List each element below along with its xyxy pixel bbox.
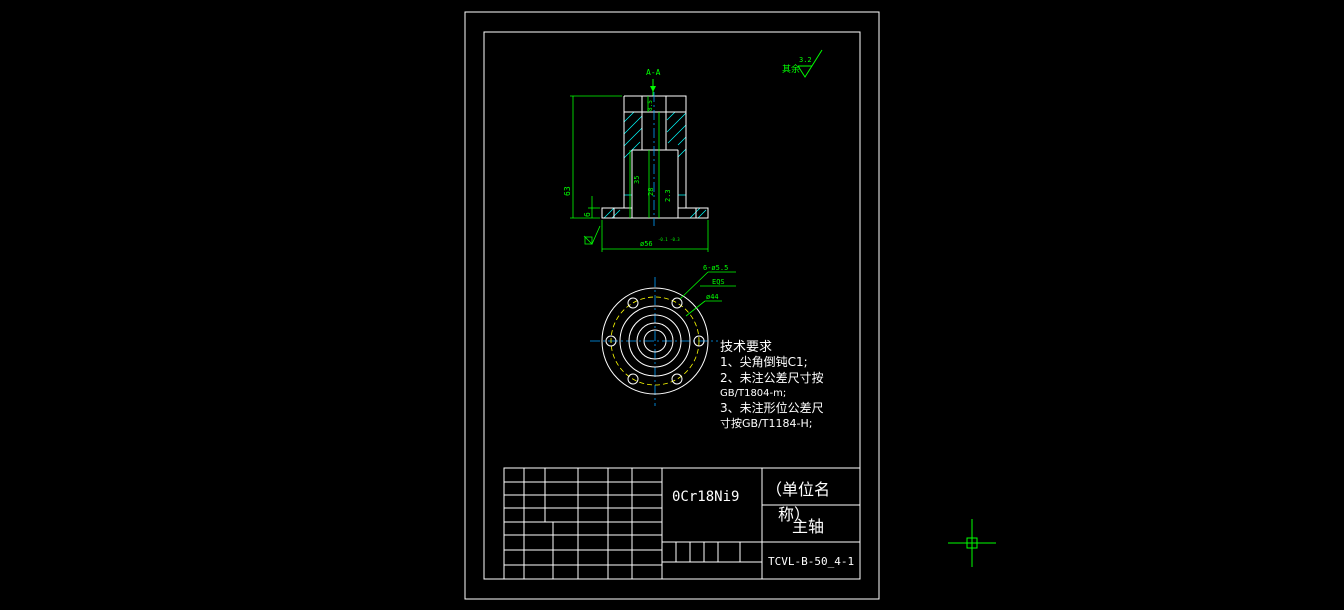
dim-small-height: 2.3	[664, 189, 672, 202]
bolt-holes	[605, 297, 705, 385]
sheet-outer-border	[464, 11, 880, 600]
dim-inner-depth: 28	[647, 188, 655, 196]
title-block	[503, 467, 861, 580]
dim-eqs: EQS	[712, 278, 725, 286]
notes-line-2: 2、未注公差尺寸按	[720, 370, 824, 385]
dim-flange-thickness: 6	[583, 212, 592, 217]
roughness-prefix: 其余	[782, 63, 800, 75]
crosshair-cursor-icon[interactable]	[948, 519, 996, 567]
section-view: A-A	[563, 68, 709, 252]
roughness-value: 3.2	[799, 56, 812, 64]
notes-line-1: 1、尖角倒钝C1;	[720, 355, 808, 369]
title-unit-name-2: 称）	[778, 505, 810, 524]
title-unit-name-1: （单位名	[766, 480, 830, 499]
notes-title: 技术要求	[720, 340, 772, 355]
section-hatch	[603, 111, 707, 219]
part-outline	[601, 95, 709, 219]
notes-line-3: GB/T1804-m;	[720, 388, 786, 399]
dim-holes: 6-ø5.5	[703, 264, 728, 272]
title-part-name: 主轴	[792, 517, 824, 536]
dim-base-dia: ø56	[640, 240, 653, 248]
title-drawing-no: TCVL-B-50_4-1	[768, 555, 854, 568]
section-label: A-A	[646, 68, 661, 77]
dim-base-tol: -0.1 -0.3	[658, 237, 680, 242]
dim-overall-height: 63	[563, 186, 572, 196]
roughness-note: 其余 3.2	[782, 49, 823, 78]
dim-bore-depth: 35	[633, 176, 641, 184]
plan-view: 6-ø5.5 EQS ø44	[590, 264, 736, 406]
technical-notes: 技术要求 1、尖角倒钝C1; 2、未注公差尺寸按 GB/T1804-m; 3、未…	[720, 340, 824, 430]
title-material: 0Cr18Ni9	[672, 489, 739, 505]
notes-line-5: 寸按GB/T1184-H;	[720, 416, 812, 430]
dim-bcd: ø44	[706, 293, 719, 301]
dim-top-gap: 8.5	[647, 100, 654, 111]
notes-line-4: 3、未注形位公差尺	[720, 400, 824, 415]
section-dimensions	[570, 95, 709, 252]
